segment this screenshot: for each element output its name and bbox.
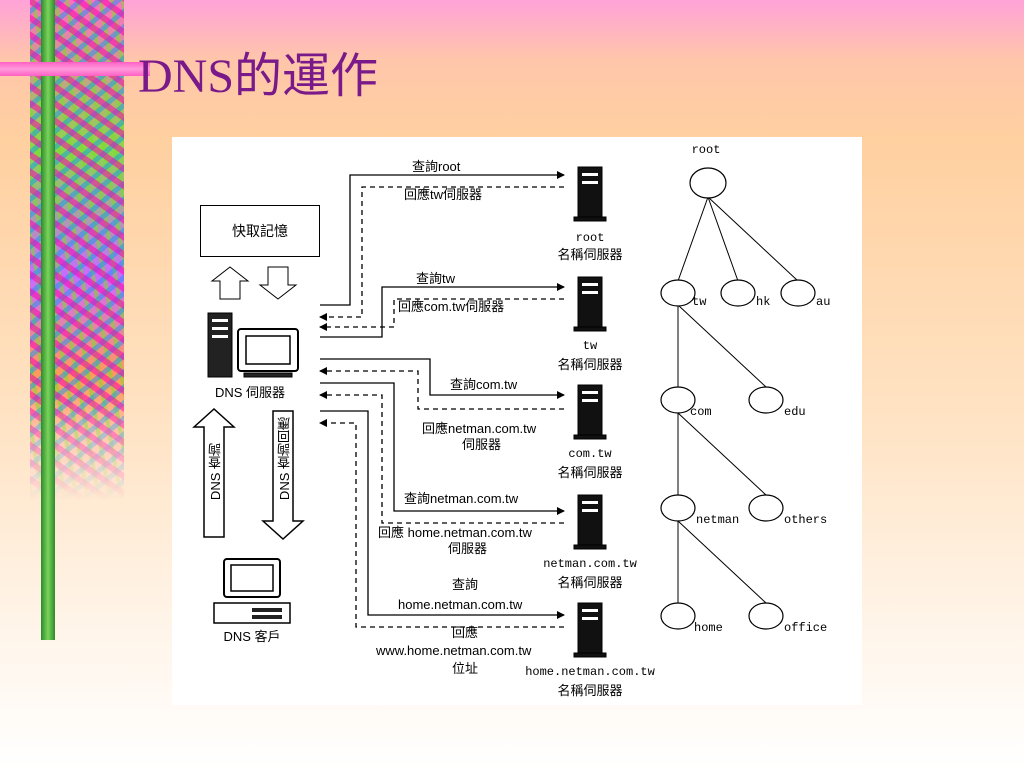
tree-node-others: [748, 494, 784, 522]
step-4-lines: [319, 382, 565, 524]
step-3-query-label: 查詢com.tw: [450, 377, 518, 392]
step-1-reply-label: 回應tw伺服器: [404, 187, 483, 202]
domain-tree-edges: [677, 196, 799, 604]
tree-node-office: [748, 602, 784, 630]
diagram-graphics: [192, 166, 816, 658]
tree-label-tw: tw: [692, 295, 707, 309]
server-tower-home-icon: [573, 602, 607, 658]
server-netman-desc: 名稱伺服器: [557, 575, 623, 590]
step-4-query-label: 查詢netman.com.tw: [404, 491, 519, 506]
tree-label-others: others: [784, 513, 828, 527]
step-5-reply-label-2: www.home.netman.com.tw: [376, 643, 532, 658]
server-tower-com-tw-icon: [573, 384, 607, 440]
slide-title: DNS的運作: [138, 50, 379, 103]
step-1-query-label: 查詢root: [412, 159, 461, 174]
tree-label-edu: edu: [784, 405, 806, 419]
step-5-lines: [319, 410, 565, 628]
tree-node-com: [660, 386, 696, 414]
tree-label-hk: hk: [756, 295, 771, 309]
dns-reply-arrow: [261, 410, 305, 541]
server-tower-tw-icon: [573, 276, 607, 332]
step-3-reply-label-1: 回應netman.com.tw: [422, 421, 537, 436]
server-tower-netman-icon: [573, 494, 607, 550]
server-root-name: root: [575, 231, 605, 245]
step-5-query-label-2: home.netman.com.tw: [398, 597, 523, 612]
tree-node-tw: [660, 279, 696, 307]
tree-node-au: [780, 279, 816, 307]
tree-label-office: office: [784, 621, 828, 635]
dns-reply-label: DNS 查詢回應: [277, 417, 292, 501]
server-tw-name: tw: [582, 339, 598, 353]
server-tw-desc: 名稱伺服器: [557, 357, 623, 372]
server-com-tw-name: com.tw: [568, 447, 612, 461]
step-2-reply-label: 回應com.tw伺服器: [398, 299, 505, 314]
server-tower-root-icon: [573, 166, 607, 222]
dns-client-computer-icon: [213, 558, 291, 624]
cache-write-arrow: [258, 266, 298, 300]
tree-label-netman: netman: [696, 513, 740, 527]
cache-label: 快取記憶: [232, 223, 288, 239]
server-root-desc: 名稱伺服器: [557, 247, 623, 262]
tree-node-edu: [748, 386, 784, 414]
tree-node-home: [660, 602, 696, 630]
tree-node-hk: [720, 279, 756, 307]
dns-server-computer-icon: [207, 312, 299, 378]
step-1-lines: [319, 171, 565, 321]
decorative-green-bar: [41, 0, 55, 640]
step-5-query-label-1: 查詢: [452, 577, 479, 592]
server-com-tw-desc: 名稱伺服器: [557, 465, 623, 480]
tree-label-au: au: [816, 295, 831, 309]
tree-label-root: root: [691, 143, 721, 157]
step-5-reply-label-3: 位址: [452, 661, 479, 676]
domain-tree-nodes: [660, 167, 816, 630]
step-3-lines: [319, 358, 565, 410]
dns-client-label: DNS 客戶: [223, 629, 281, 644]
dns-query-label: DNS 查詢: [208, 443, 223, 501]
server-home-desc: 名稱伺服器: [557, 683, 623, 698]
server-netman-name: netman.com.tw: [543, 557, 637, 571]
step-5-reply-label-1: 回應: [452, 625, 479, 640]
step-2-query-label: 查詢tw: [416, 271, 456, 286]
tree-label-home: home: [694, 621, 723, 635]
step-2-lines: [319, 283, 565, 338]
tree-label-com: com: [690, 405, 712, 419]
name-server-tower-icons: [573, 166, 607, 658]
server-home-name: home.netman.com.tw: [525, 665, 655, 679]
step-4-reply-label-1: 回應 home.netman.com.tw: [378, 525, 532, 540]
tree-node-netman: [660, 494, 696, 522]
step-3-reply-label-2: 伺服器: [462, 437, 502, 452]
cache-memory-box: 快取記憶: [200, 205, 320, 257]
cache-read-arrow: [210, 266, 250, 300]
dns-query-arrow: [192, 407, 236, 538]
step-4-reply-label-2: 伺服器: [448, 541, 488, 556]
decorative-pink-bar: [0, 62, 150, 76]
dns-server-label: DNS 伺服器: [214, 385, 286, 400]
dns-diagram: 快取記憶 DNS 伺服器 DNS 客戶 DNS 查詢 DNS 查詢回應 查詢ro…: [172, 137, 862, 705]
tree-node-root: [689, 167, 727, 199]
